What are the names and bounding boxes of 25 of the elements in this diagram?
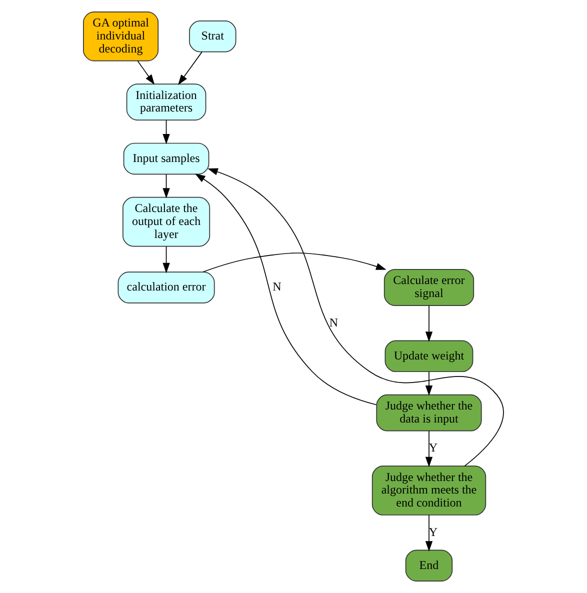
node-box: Initialization parameters <box>126 84 206 120</box>
arrow <box>202 252 386 272</box>
arrow <box>425 430 433 468</box>
arrow <box>194 174 377 406</box>
arrow <box>162 120 170 144</box>
node-box: Update weight <box>384 340 474 372</box>
node-box: GA optimal individual decoding <box>83 11 159 62</box>
arrow <box>178 52 202 85</box>
arrow <box>162 246 170 274</box>
node-box: Judge whether the algorithm meets the end condition <box>372 466 486 516</box>
node-box: End <box>405 550 453 582</box>
node-box: Calculate error signal <box>384 269 474 306</box>
edge-label: N <box>329 315 338 330</box>
arrow <box>162 174 170 198</box>
arrow <box>425 514 433 552</box>
node-box: Judge whether the data is input <box>376 394 482 432</box>
node-box: Input samples <box>123 142 210 175</box>
node-box: Calculate the output of each layer <box>122 196 210 247</box>
arrow <box>425 371 433 396</box>
edge-label: N <box>272 280 282 294</box>
node-box: calculation error <box>118 272 215 304</box>
arrow <box>137 60 155 85</box>
arrow <box>425 305 433 342</box>
node-box: Strat <box>189 20 236 52</box>
arrow <box>208 168 504 466</box>
